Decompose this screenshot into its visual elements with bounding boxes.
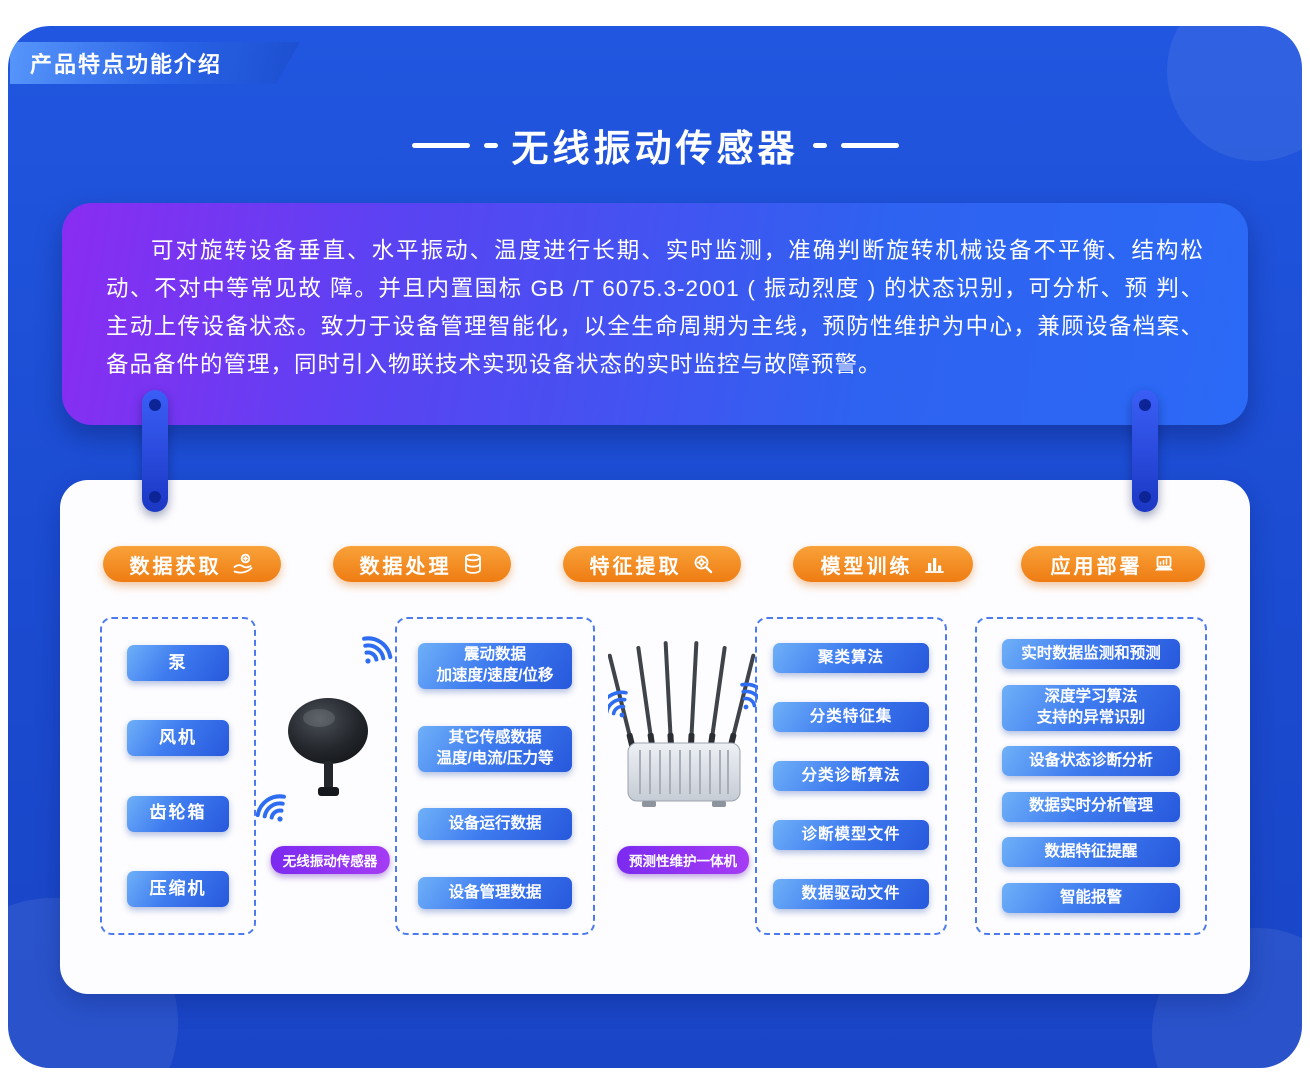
wifi-icon <box>608 690 628 718</box>
data-pill: 齿轮箱 <box>127 795 229 832</box>
title-divider-line <box>411 142 470 148</box>
data-pill: 数据驱动文件 <box>773 879 929 909</box>
chain-link-right <box>1132 390 1158 512</box>
data-acquisition-box: 泵 风机 齿轮箱 压缩机 <box>100 617 256 935</box>
maintenance-gateway-image <box>608 641 758 807</box>
title-divider-line <box>483 142 498 148</box>
application-deployment-box: 实时数据监测和预测 深度学习算法 支持的异常识别 设备状态诊断分析 数据实时分析… <box>975 617 1207 935</box>
data-pill: 分类特征集 <box>773 702 929 732</box>
title-text: 无线振动传感器 <box>511 128 799 169</box>
ribbon-label: 产品特点功能介绍 <box>30 52 223 77</box>
vibration-sensor-image <box>256 636 393 822</box>
stage-label: 模型训练 <box>820 555 913 578</box>
data-pill: 深度学习算法 支持的异常识别 <box>1002 684 1180 731</box>
title-divider-line <box>840 142 899 148</box>
data-pill: 压缩机 <box>127 870 229 907</box>
stage-header-model-training: 模型训练 <box>793 546 973 582</box>
magnifier-gear-icon <box>694 555 712 574</box>
stage-header-data-processing: 数据处理 <box>333 546 511 582</box>
stage-label: 数据获取 <box>129 555 222 578</box>
data-pill: 分类诊断算法 <box>773 761 929 791</box>
laptop-chart-icon <box>1154 556 1173 571</box>
stage-header-application-deployment: 应用部署 <box>1021 546 1205 582</box>
data-pill: 震动数据 加速度/速度/位移 <box>418 643 572 689</box>
hand-coins-icon <box>233 553 252 574</box>
data-pill: 数据实时分析管理 <box>1002 791 1180 822</box>
data-pill: 泵 <box>127 645 229 681</box>
intro-card: 可对旋转设备垂直、水平振动、温度进行长期、实时监测，准确判断旋转机械设备不平衡、… <box>62 203 1248 425</box>
data-pill: 数据特征提醒 <box>1002 837 1180 868</box>
model-training-box: 聚类算法 分类特征集 分类诊断算法 诊断模型文件 数据驱动文件 <box>755 617 947 935</box>
data-pill: 设备运行数据 <box>418 808 572 841</box>
data-pill: 诊断模型文件 <box>773 820 929 850</box>
bar-chart-icon <box>924 558 944 573</box>
data-pill: 风机 <box>127 720 229 757</box>
data-processing-box: 震动数据 加速度/速度/位移 其它传感数据 温度/电流/压力等 设备运行数据 设… <box>395 617 595 935</box>
title-divider-line <box>812 142 827 148</box>
device-label: 无线振动传感器 <box>270 846 390 874</box>
data-pill: 设备状态诊断分析 <box>1002 746 1180 777</box>
wifi-icon <box>740 682 758 710</box>
stage-header-data-acquisition: 数据获取 <box>103 546 281 582</box>
data-pill: 智能报警 <box>1002 882 1180 913</box>
wifi-icon <box>362 636 393 664</box>
data-pill: 实时数据监测和预测 <box>1002 639 1180 669</box>
intro-text: 可对旋转设备垂直、水平振动、温度进行长期、实时监测，准确判断旋转机械设备不平衡、… <box>106 238 1204 377</box>
data-pill: 其它传感数据 温度/电流/压力等 <box>418 725 572 772</box>
content-card: 数据获取 数据处理 特征提取 <box>60 480 1250 994</box>
database-icon <box>464 553 481 574</box>
page-title: 无线振动传感器 <box>8 118 1302 172</box>
data-pill: 聚类算法 <box>773 643 929 673</box>
maintenance-gateway-illustration: 预测性维护一体机 <box>608 617 758 935</box>
wifi-icon <box>256 794 286 822</box>
antenna <box>608 641 756 749</box>
section-ribbon: 产品特点功能介绍 <box>10 42 300 84</box>
device-label: 预测性维护一体机 <box>617 846 749 874</box>
main-board: 产品特点功能介绍 无线振动传感器 可对旋转设备垂直、水平振动、温度进行长期、实时… <box>8 26 1302 1068</box>
chain-link-left <box>142 390 168 512</box>
stage-header-feature-extraction: 特征提取 <box>563 546 741 582</box>
data-pill: 设备管理数据 <box>418 876 572 909</box>
stage-label: 应用部署 <box>1050 555 1143 578</box>
stage-label: 特征提取 <box>589 555 682 578</box>
stage-label: 数据处理 <box>359 555 452 578</box>
vibration-sensor-illustration: 无线振动传感器 <box>256 617 404 935</box>
